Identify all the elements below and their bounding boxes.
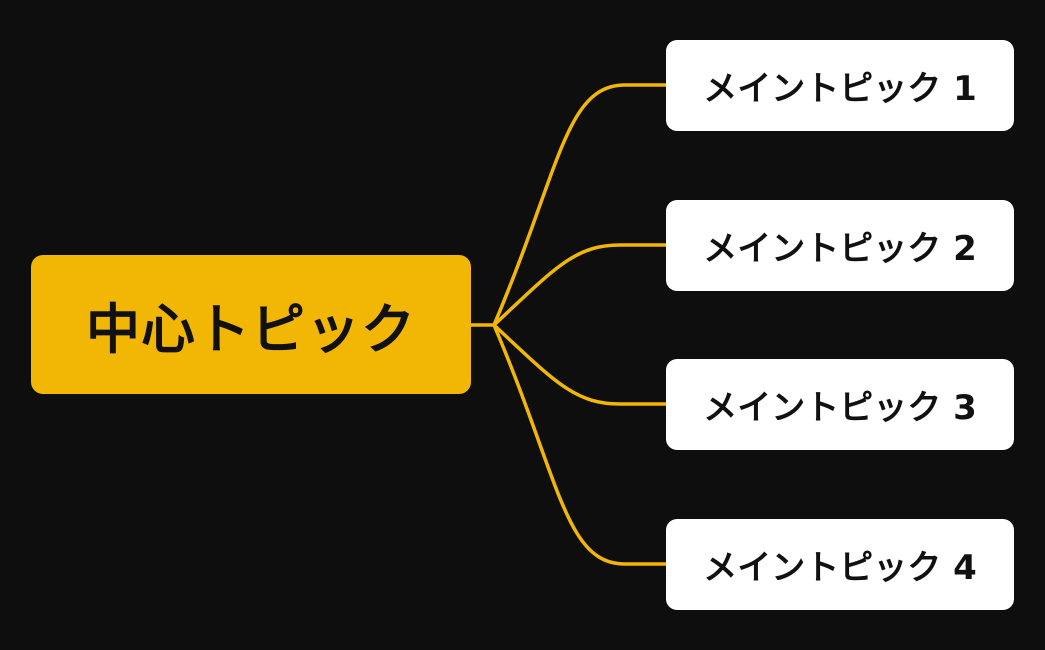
central-topic-node[interactable]: 中心トピック: [31, 255, 471, 394]
main-topic-label-4: メイントピック 4: [703, 548, 977, 588]
central-topic-label: 中心トピック: [86, 298, 416, 361]
main-topic-label-1: メイントピック 1: [703, 69, 977, 109]
connector-topic-2: [492, 243, 668, 327]
main-topic-label-2: メイントピック 2: [703, 229, 977, 269]
main-topic-node-2[interactable]: メイントピック 2: [666, 200, 1014, 291]
main-topic-node-3[interactable]: メイントピック 3: [666, 359, 1014, 450]
main-topic-node-1[interactable]: メイントピック 1: [666, 40, 1014, 131]
connector-topic-4: [492, 323, 668, 566]
connector-topic-3: [492, 323, 668, 406]
main-topic-label-3: メイントピック 3: [703, 388, 977, 428]
connector-topic-1: [492, 83, 668, 327]
main-topic-node-4[interactable]: メイントピック 4: [666, 519, 1014, 610]
